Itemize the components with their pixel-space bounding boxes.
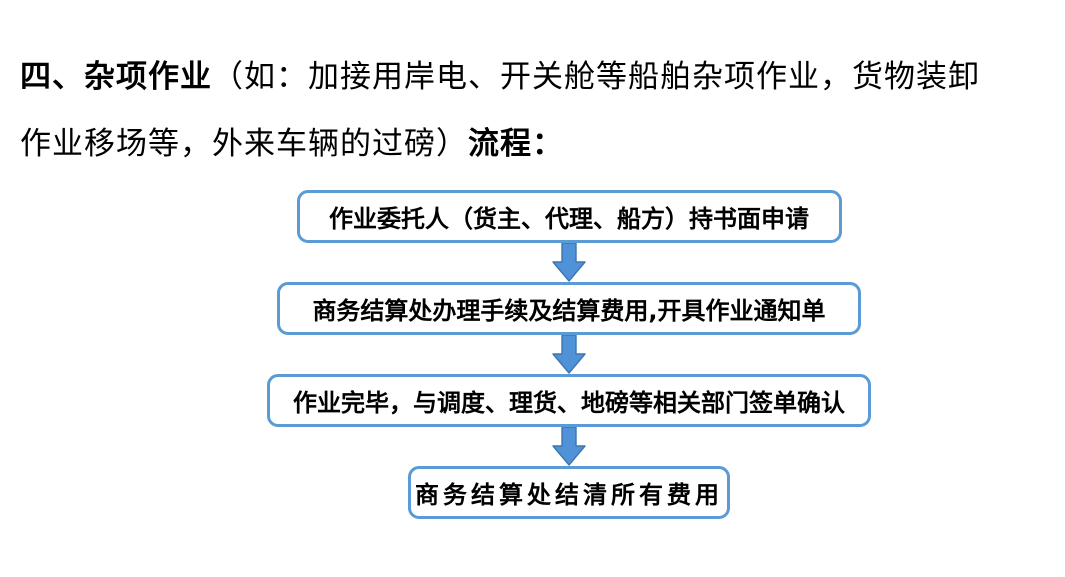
flow-step-3: 作业完毕，与调度、理货、地磅等相关部门签单确认 <box>267 374 871 427</box>
down-arrow-icon <box>552 243 586 282</box>
flow-step-2-label: 商务结算处办理手续及结算费用,开具作业通知单 <box>312 297 826 325</box>
down-arrow-icon <box>552 335 586 374</box>
flow-step-1: 作业委托人（货主、代理、船方）持书面申请 <box>296 190 842 243</box>
down-arrow-icon <box>552 427 586 466</box>
title-line-1: 四、杂项作业（如：加接用岸电、开关舱等船舶杂项作业，货物装卸 <box>20 44 1030 111</box>
title-line-2: 作业移场等，外来车辆的过磅）流程： <box>20 111 1030 178</box>
title-line2-regular: 作业移场等，外来车辆的过磅） <box>20 126 468 162</box>
flow-step-1-label: 作业委托人（货主、代理、船方）持书面申请 <box>329 205 809 233</box>
page-title: 四、杂项作业（如：加接用岸电、开关舱等船舶杂项作业，货物装卸 作业移场等，外来车… <box>20 44 1030 178</box>
title-line1-regular: （如：加接用岸电、开关舱等船舶杂项作业，货物装卸 <box>212 59 980 95</box>
flowchart: 作业委托人（货主、代理、船方）持书面申请 商务结算处办理手续及结算费用,开具作业… <box>237 190 901 519</box>
flow-step-4-label: 商务结算处结清所有费用 <box>415 481 723 509</box>
title-line2-bold: 流程： <box>468 126 564 162</box>
flow-step-2: 商务结算处办理手续及结算费用,开具作业通知单 <box>277 282 861 335</box>
title-line1-bold: 四、杂项作业 <box>20 59 212 95</box>
flow-step-4: 商务结算处结清所有费用 <box>408 466 730 519</box>
flow-step-3-label: 作业完毕，与调度、理货、地磅等相关部门签单确认 <box>293 389 845 417</box>
